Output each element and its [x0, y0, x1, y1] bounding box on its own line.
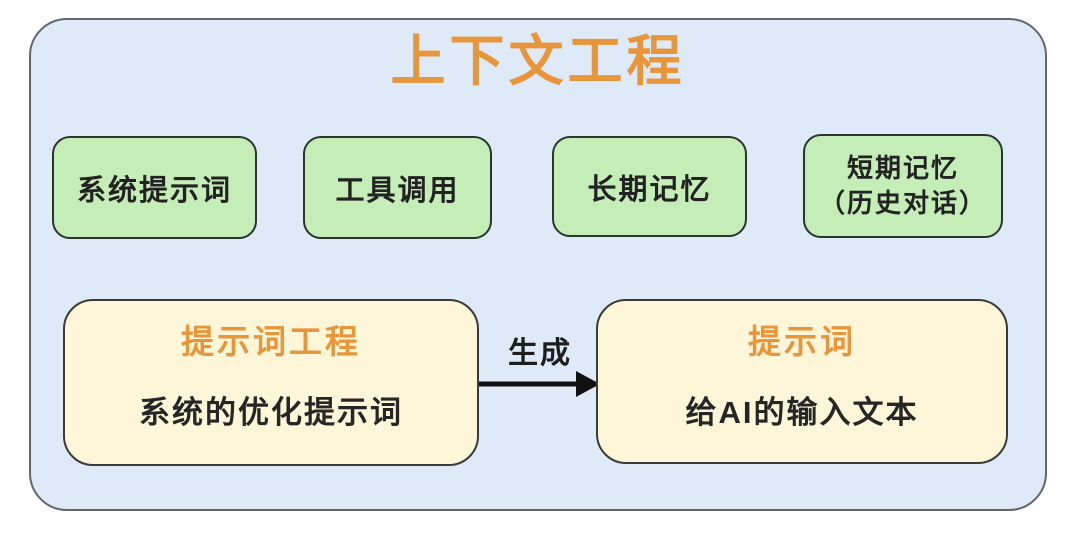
generate-arrow-icon: [479, 371, 600, 397]
arrow-label: 生成: [508, 337, 572, 370]
context-box-label: 长期记忆: [587, 173, 712, 206]
context-box-label: 工具调用: [335, 174, 460, 207]
prompt-title: 提示词: [748, 323, 856, 360]
context-box-label: 系统提示词: [76, 174, 232, 207]
context-box-sublabel: （历史对话）: [818, 188, 987, 218]
prompt-engineering-body: 系统的优化提示词: [139, 395, 403, 430]
context-box-long-term-memory: 长期记忆: [552, 136, 747, 237]
context-box-tool-calls: 工具调用: [303, 136, 492, 239]
context-box-system-prompt: 系统提示词: [52, 136, 257, 239]
context-box-label: 短期记忆: [846, 152, 959, 183]
prompt-box: 提示词 给AI的输入文本: [596, 299, 1008, 464]
prompt-engineering-box: 提示词工程 系统的优化提示词: [63, 299, 479, 466]
context-box-short-term-memory: 短期记忆 （历史对话）: [803, 134, 1003, 238]
diagram-title: 上下文工程: [390, 30, 686, 92]
prompt-engineering-title: 提示词工程: [181, 323, 361, 360]
prompt-body: 给AI的输入文本: [685, 395, 919, 430]
